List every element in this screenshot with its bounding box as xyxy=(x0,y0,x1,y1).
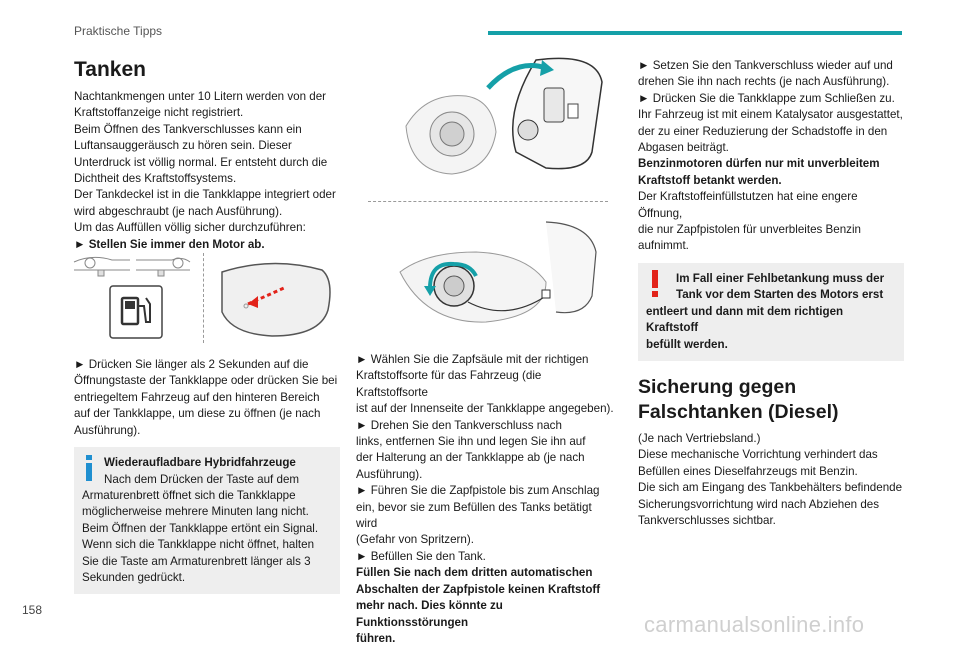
step-press-line: auf der Tankklappe, um diese zu öffnen (… xyxy=(74,407,321,421)
column-1: Tanken Nachtankmengen unter 10 Litern we… xyxy=(74,57,340,595)
step-line: ► Wählen Sie die Zapfsäule mit der richt… xyxy=(356,353,589,366)
step-line: aufnimmt. xyxy=(638,239,689,253)
section-title-tanken: Tanken xyxy=(74,58,146,81)
step-line: Kraftstoffsorte für das Fahrzeug (die Kr… xyxy=(356,369,542,399)
illustration-divider xyxy=(203,253,204,343)
dashboard-sketch-right xyxy=(136,257,191,277)
step-line: ► Befüllen Sie den Tank. xyxy=(356,549,486,563)
bold-line: mehr nach. Dies könnte zu Funktionsstöru… xyxy=(356,599,503,629)
bold-line: Benzinmotoren dürfen nur mit unverbleite… xyxy=(638,157,880,171)
step-line: ► Setzen Sie den Tankverschluss wieder a… xyxy=(638,59,893,72)
note-line: Wenn sich die Tankklappe nicht öffnet, h… xyxy=(82,538,315,552)
column-2: ► Wählen Sie die Zapfsäule mit der richt… xyxy=(356,352,614,647)
intro-line: Dichtheit des Kraftstoffsystems. xyxy=(74,172,237,186)
step-line: drehen Sie ihn nach rechts (je nach Ausf… xyxy=(638,75,890,89)
step-line: Ihr Fahrzeug ist mit einem Katalysator a… xyxy=(638,108,903,122)
intro-line: wird abgeschraubt (je nach Ausführung). xyxy=(74,204,283,218)
step-line: (Gefahr von Spritzern). xyxy=(356,533,474,547)
warning-line: befüllt werden. xyxy=(646,337,728,351)
dashboard-sketch-left xyxy=(73,256,130,277)
arrow-icon xyxy=(486,63,547,90)
warning-line: entleert und dann mit dem richtigen Kraf… xyxy=(646,304,844,335)
warning-line: Tank vor dem Starten des Motors erst xyxy=(676,288,884,302)
intro-line: Unterdruck ist völlig normal. Er entsteh… xyxy=(74,155,328,169)
intro-line: Um das Auffüllen völlig sicher durchzufü… xyxy=(74,221,306,235)
note-line: Armaturenbrett öffnet sich die Tankklapp… xyxy=(82,488,296,502)
step-line: ► Drücken Sie die Tankklappe zum Schließ… xyxy=(638,91,895,105)
step-line: die nur Zapfpistolen für unverbleites Be… xyxy=(638,223,861,237)
section2-line: Sicherungsvorrichtung wird nach Abziehen… xyxy=(638,497,880,511)
arrow-icon xyxy=(428,261,478,289)
header-section-title: Praktische Tipps xyxy=(74,24,163,38)
step-press-line: Öffnungstaste der Tankklappe oder drücke… xyxy=(74,374,338,388)
watermark: carmanualsonline.info xyxy=(644,612,865,637)
step-line: Abgasen beiträgt. xyxy=(638,141,729,155)
fuel-flap-sketch xyxy=(221,262,331,337)
bold-line: Kraftstoff betankt werden. xyxy=(638,173,782,187)
warning-icon xyxy=(652,269,658,297)
step-press-line: Ausführung). xyxy=(74,423,141,437)
step-line: ein, bevor sie zum Befüllen des Tanks be… xyxy=(356,500,592,531)
intro-line: Luftansauggeräusch zu hören sein. Dieser xyxy=(74,139,292,153)
note-line: Beim Öffnen der Tankklappe ertönt ein Si… xyxy=(82,521,319,535)
fuel-pump-icon xyxy=(109,285,163,339)
section2-line: (Je nach Vertriebsland.) xyxy=(638,431,761,445)
section-title-line: Falschtanken (Diesel) xyxy=(638,400,839,423)
fuel-cap-open-illustration xyxy=(405,57,603,175)
step-engine-off: ► Stellen Sie immer den Motor ab. xyxy=(74,237,265,251)
section2-line: Tankverschlusses sichtbar. xyxy=(638,513,776,527)
intro-line: Der Tankdeckel ist in die Tankklappe int… xyxy=(74,188,336,202)
bold-line: Füllen Sie nach dem dritten automatische… xyxy=(356,566,593,580)
arrow-icon xyxy=(248,296,258,308)
bold-line: Abschalten der Zapfpistole keinen Krafts… xyxy=(356,582,601,596)
intro-line: Beim Öffnen des Tankverschlusses kann ei… xyxy=(74,122,302,136)
step-line: links, entfernen Sie ihn und legen Sie i… xyxy=(356,435,586,449)
note-line: Nach dem Drücken der Taste auf dem xyxy=(104,472,300,486)
step-press-line: ► Drücken Sie länger als 2 Sekunden auf … xyxy=(74,358,309,372)
illustration-separator xyxy=(368,201,608,202)
misfuel-warning-box: Im Fall einer Fehlbetankung muss der Tan… xyxy=(638,262,904,361)
note-line: möglicherweise mehrere Minuten lang nich… xyxy=(82,505,309,519)
page-number: 158 xyxy=(22,603,43,617)
note-line: Sekunden gedrückt. xyxy=(82,570,186,584)
section2-line: Die sich am Eingang des Tankbehälters be… xyxy=(638,481,903,495)
fuel-flap-opening-illustration xyxy=(73,256,331,339)
section2-line: Diese mechanische Vorrichtung verhindert… xyxy=(638,448,878,462)
column-3: ► Setzen Sie den Tankverschluss wieder a… xyxy=(638,58,904,529)
section-title-misfuel: Sicherung gegen Falschtanken (Diesel) xyxy=(638,375,904,425)
step-line: ist auf der Innenseite der Tankklappe an… xyxy=(356,402,614,416)
step-line: der Halterung an der Tankklappe ab (je n… xyxy=(356,451,585,465)
fuel-cap-rotate-illustration xyxy=(399,221,597,323)
intro-line: Nachtankmengen unter 10 Litern werden vo… xyxy=(74,90,326,103)
step-line: ► Drehen Sie den Tankverschluss nach xyxy=(356,418,562,432)
info-icon xyxy=(86,455,92,482)
step-line: Ausführung). xyxy=(356,467,423,481)
step-press-line: entriegeltem Fahrzeug auf den hinteren B… xyxy=(74,390,320,404)
warning-line: Im Fall einer Fehlbetankung muss der xyxy=(676,271,885,285)
step-line: der zu einer Reduzierung der Schadstoffe… xyxy=(638,124,888,138)
hybrid-note-box: Wiederaufladbare Hybridfahrzeuge Nach de… xyxy=(74,447,340,595)
section2-line: Befüllen eines Dieselfahrzeugs mit Benzi… xyxy=(638,464,858,478)
bold-line: führen. xyxy=(356,631,396,645)
intro-line: Kraftstoffanzeige nicht registriert. xyxy=(74,106,244,120)
header-accent-bar xyxy=(488,31,902,35)
section-title-line: Sicherung gegen xyxy=(638,375,797,398)
note-line: Sie die Taste am Armaturenbrett länger a… xyxy=(82,554,311,568)
note-heading: Wiederaufladbare Hybridfahrzeuge xyxy=(104,456,296,470)
step-line: ► Führen Sie die Zapfpistole bis zum Ans… xyxy=(356,484,600,498)
step-line: Der Kraftstoffeinfüllstutzen hat eine en… xyxy=(638,190,858,220)
